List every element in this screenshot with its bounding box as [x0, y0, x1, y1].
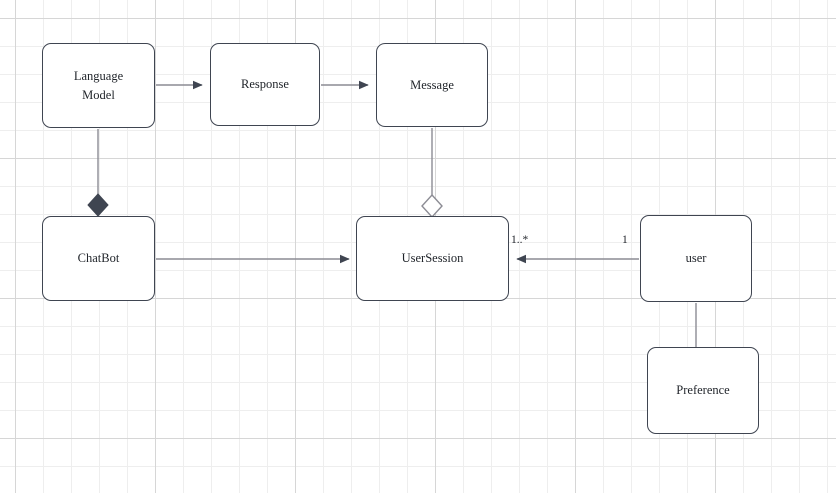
- node-language-model[interactable]: Language Model: [42, 43, 155, 128]
- hollow-diamond-icon: [421, 193, 443, 219]
- edge-label-user-multiplicity: 1: [622, 234, 628, 246]
- node-label-language-model: Language Model: [73, 69, 124, 102]
- node-label-message: Message: [410, 77, 454, 92]
- node-message[interactable]: Message: [376, 43, 488, 127]
- filled-diamond-icon: [87, 193, 109, 217]
- node-label-chatbot: ChatBot: [77, 251, 120, 266]
- edge-language-model-to-chatbot: [87, 129, 109, 217]
- node-preference[interactable]: Preference: [647, 347, 759, 434]
- node-label-usersession: UserSession: [401, 251, 464, 266]
- edge-label-usersession-multiplicity: 1..*: [511, 234, 529, 246]
- node-user[interactable]: user: [640, 215, 752, 302]
- node-response[interactable]: Response: [210, 43, 320, 126]
- edge-message-to-usersession: [421, 128, 443, 219]
- node-label-user: user: [685, 251, 707, 266]
- node-chatbot[interactable]: ChatBot: [42, 216, 155, 301]
- node-label-response: Response: [241, 77, 289, 92]
- node-label-preference: Preference: [676, 383, 730, 398]
- node-usersession[interactable]: UserSession: [356, 216, 509, 301]
